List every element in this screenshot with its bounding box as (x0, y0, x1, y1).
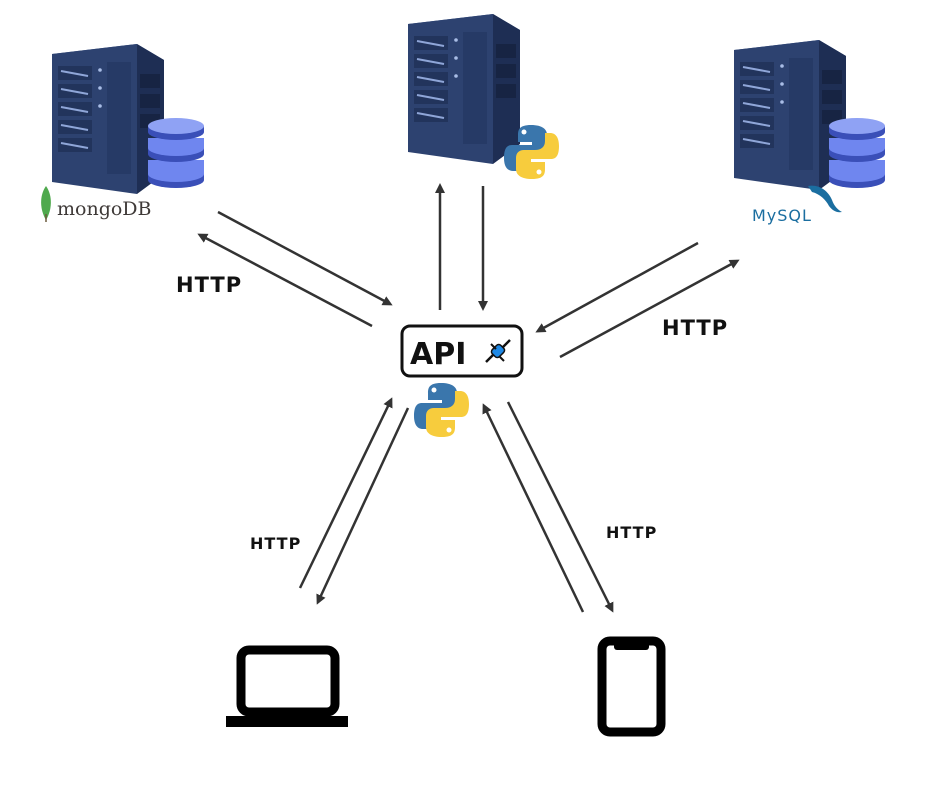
connection-laptop-api (298, 397, 410, 605)
python-logo-icon (414, 383, 469, 437)
arrow (482, 403, 585, 613)
server-icon (407, 13, 521, 165)
smartphone-icon (597, 636, 666, 737)
http-label-mysql: HTTP (662, 316, 729, 340)
server-icon (51, 43, 165, 195)
api-node: API (400, 324, 524, 437)
phone-node (597, 636, 666, 737)
arrow (316, 407, 410, 605)
api-box (400, 324, 524, 378)
mongodb-leaf-icon (41, 186, 51, 220)
http-label-phone: HTTP (606, 523, 658, 542)
arrow (298, 397, 393, 589)
laptop-icon (226, 645, 348, 727)
arrow (535, 241, 699, 333)
laptop-node (226, 645, 348, 727)
connection-mongodb-api (197, 210, 393, 328)
database-icon (148, 118, 204, 188)
connection-python-api (435, 183, 488, 311)
database-icon (829, 118, 885, 188)
mysql-node (733, 39, 885, 213)
mongodb-node (41, 43, 204, 222)
http-label-mongodb: HTTP (176, 273, 243, 297)
mongodb-brand-label: mongoDB (57, 198, 152, 220)
mysql-brand-label: MySQL (752, 206, 812, 225)
mysql-dolphin-icon (808, 185, 842, 213)
connection-mysql-api (535, 241, 740, 359)
http-label-laptop: HTTP (250, 534, 302, 553)
connection-phone-api (482, 401, 614, 613)
api-label: API (410, 337, 466, 372)
arrow (217, 210, 393, 306)
arrow (506, 401, 614, 613)
arrow (197, 233, 373, 328)
arrow (559, 259, 740, 359)
python-server-node (407, 13, 559, 179)
plug-icon (485, 339, 511, 363)
